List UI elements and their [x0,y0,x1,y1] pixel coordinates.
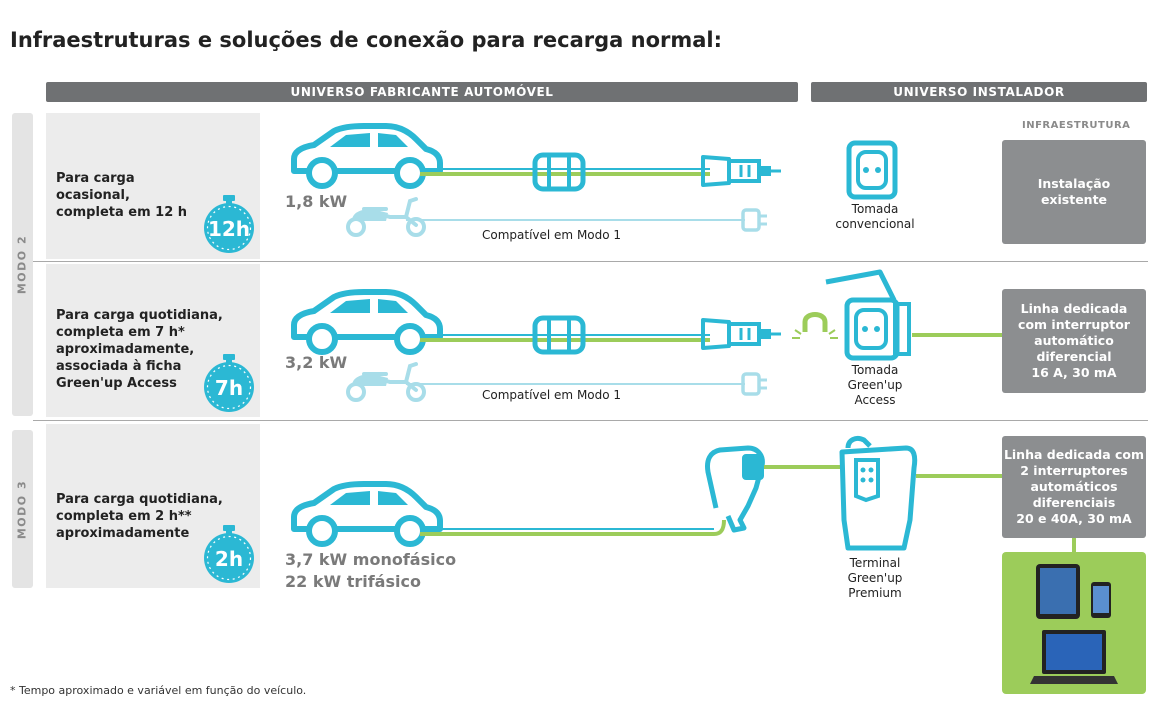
row2-description: Para carga quotidiana,completa em 7 h*ap… [56,308,223,391]
mode3-bar [12,430,33,588]
row-divider-1 [33,261,1148,262]
power-row2: 3,2 kW [285,353,348,372]
infra-header: INFRAESTRUTURA [1022,120,1131,131]
timer-12h-label: 12h [208,217,250,241]
row3-description: Para carga quotidiana,completa em 2 h**a… [56,492,223,541]
power-row1: 1,8 kW [285,192,348,211]
stopwatch-icon-12h: 12h [204,195,254,253]
stopwatch-icon-7h: 7h [204,354,254,412]
row-divider-2 [33,420,1148,421]
compat-row1: Compatível em Modo 1 [482,228,622,242]
band-installer: UNIVERSO INSTALADOR [811,82,1147,102]
stopwatch-icon-2h: 2h [204,525,254,583]
footnote: * Tempo aproximado e variável em função … [10,684,307,697]
page-title: Infraestruturas e soluções de conexão pa… [10,28,723,52]
timer-2h-label: 2h [215,547,243,571]
band-manufacturer: UNIVERSO FABRICANTE AUTOMÓVEL [46,82,798,102]
timer-7h-label: 7h [215,376,243,400]
mode2-bar [12,113,33,416]
compat-row2: Compatível em Modo 1 [482,388,622,402]
